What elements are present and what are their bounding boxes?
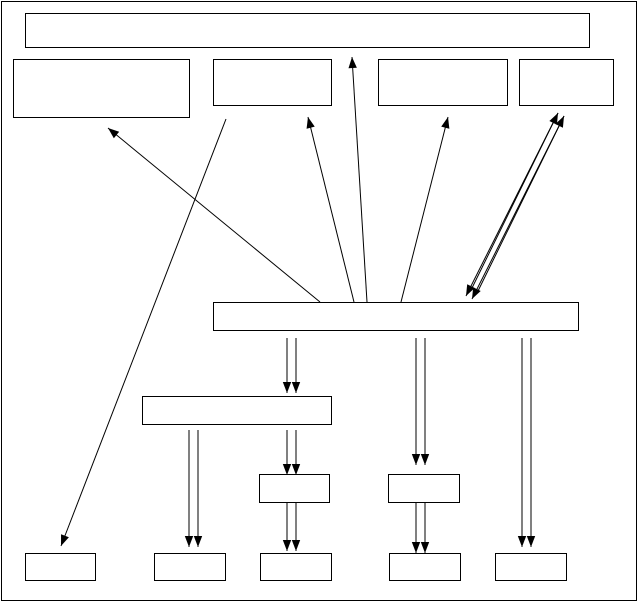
top-box-1 [13, 59, 190, 118]
top-box-4 [519, 59, 614, 106]
arrow-hub-to-top-box-1-arrowhead [108, 128, 120, 139]
arrow-top-box-4-to-hub-a-arrowhead [466, 284, 475, 296]
top-box-3 [378, 59, 508, 106]
bottom-box-5 [495, 553, 567, 581]
arrow-small-box-a-to-bottom-box-3-arrowhead-left [282, 540, 292, 551]
bottom-box-4 [389, 553, 461, 581]
hub-box [213, 302, 579, 331]
arrow-hub-to-top-box-3-line [400, 116, 449, 303]
arrow-hub-to-bottom-box-5-arrowhead-right [526, 536, 536, 547]
arrow-mid-left-to-bottom-box-2-arrowhead-left [184, 536, 194, 547]
arrow-small-box-a-to-bottom-box-3-arrowhead-right [291, 540, 301, 551]
arrow-hub-to-top-box-1-line [107, 127, 321, 303]
arrow-small-box-b-to-bottom-box-4-arrowhead-right [420, 542, 430, 553]
mid-left-box [142, 396, 332, 425]
arrow-hub-to-top-box-2-arrowhead [306, 117, 315, 129]
arrow-hub-to-top-box-3-arrowhead [441, 117, 450, 129]
arrow-top-box-2-to-bottom-box-1-line [60, 118, 227, 547]
arrow-mid-left-to-bottom-box-2-arrowhead-right [193, 536, 203, 547]
arrow-top-box-4-to-hub-b-line [471, 115, 565, 300]
top-banner [25, 13, 590, 48]
bottom-box-2 [154, 553, 226, 581]
arrow-mid-left-to-small-box-a-arrowhead-left [282, 464, 292, 475]
arrow-mid-left-to-small-box-a-arrowhead-right [291, 464, 301, 475]
boxes-layer [13, 13, 614, 581]
arrow-top-box-2-to-bottom-box-1-arrowhead [61, 534, 69, 546]
arrow-hub-to-top-box-4-a-arrowhead [549, 113, 558, 125]
arrow-hub-to-bottom-box-5-arrowhead-left [517, 536, 527, 547]
arrow-hub-to-mid-left-box-arrowhead-left [282, 382, 292, 393]
connectors-layer [60, 56, 565, 553]
arrow-hub-to-top-box-4-b-arrowhead [555, 116, 564, 128]
arrow-small-box-b-to-bottom-box-4-arrowhead-left [411, 542, 421, 553]
arrow-hub-to-small-box-b-arrowhead-left [411, 454, 421, 465]
arrow-hub-to-small-box-b-arrowhead-right [420, 454, 430, 465]
bottom-box-3 [260, 553, 332, 581]
arrow-top-box-4-to-hub-a-line [465, 112, 559, 297]
arrow-hub-to-top-banner-arrowhead [348, 57, 357, 69]
arrow-hub-to-top-banner-line [351, 56, 368, 303]
small-box-a [259, 474, 330, 503]
top-box-2 [213, 59, 332, 106]
arrow-hub-to-mid-left-box-arrowhead-right [291, 382, 301, 393]
small-box-b [388, 474, 460, 503]
arrow-hub-to-top-box-2-line [307, 116, 355, 303]
bottom-box-1 [25, 553, 96, 581]
arrow-top-box-4-to-hub-b-arrowhead [472, 287, 481, 299]
